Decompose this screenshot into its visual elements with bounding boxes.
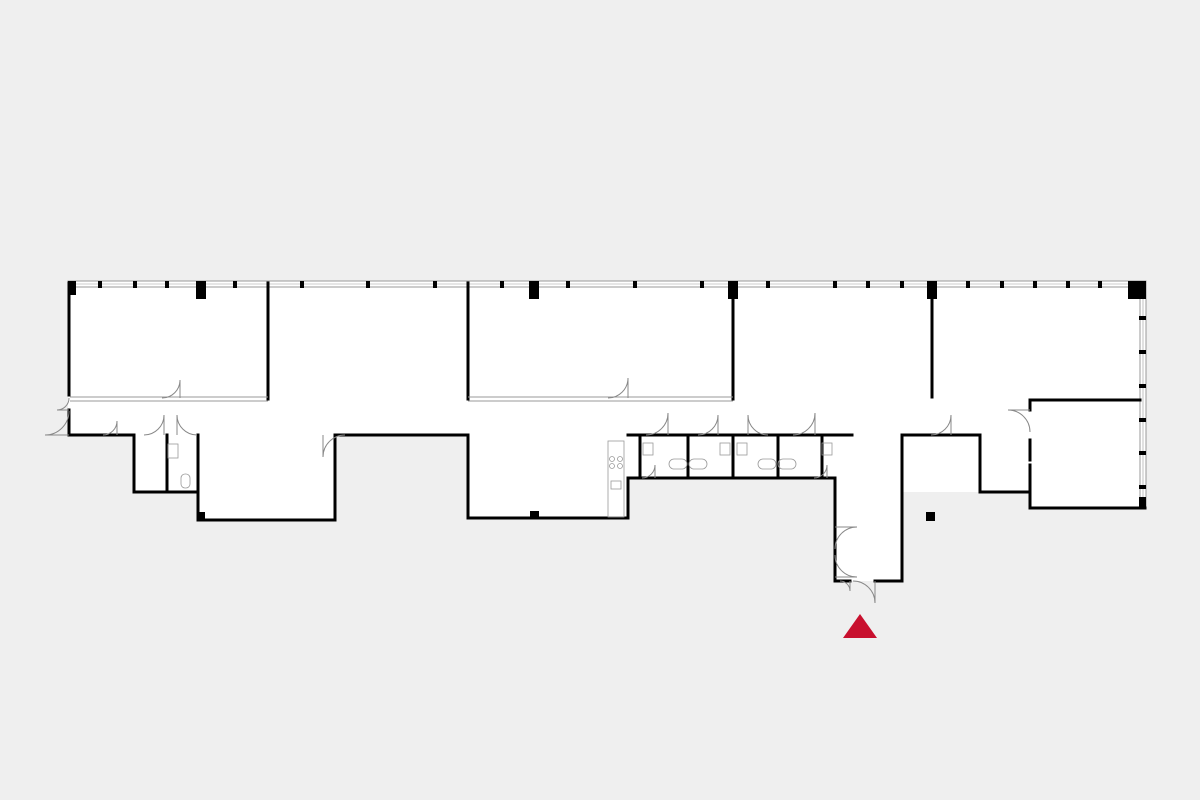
door-swing-icon xyxy=(852,580,876,604)
door-swing-icon xyxy=(322,434,346,458)
building-floor xyxy=(68,283,1145,581)
structural-column xyxy=(728,281,738,299)
door-swing-icon xyxy=(641,464,656,479)
fixtures xyxy=(167,440,833,518)
window-mullion xyxy=(1139,485,1146,489)
structural-column xyxy=(927,281,937,299)
door-swing-icon xyxy=(930,414,952,436)
door-swing-icon xyxy=(102,420,118,436)
structural-column xyxy=(196,281,206,299)
interior-glazing xyxy=(70,396,733,402)
window-mullion xyxy=(833,281,837,288)
floor-area xyxy=(68,283,1145,581)
columns xyxy=(68,281,1146,521)
door-swing-icon xyxy=(697,414,719,436)
window-mullion xyxy=(133,281,137,288)
toilet-fixture-icon xyxy=(668,458,688,470)
door-swing-icon xyxy=(834,526,858,550)
toilet-fixture-icon xyxy=(777,458,797,470)
structural-column xyxy=(1139,497,1146,508)
stove-fixture-icon xyxy=(609,456,615,462)
window-mullion xyxy=(300,281,304,288)
door-swing-icon xyxy=(1007,409,1031,433)
door-swing-icon xyxy=(161,379,181,399)
sink-fixture-icon xyxy=(642,442,654,456)
structural-column xyxy=(926,512,935,521)
door-swing-icon xyxy=(56,397,70,411)
structural-column xyxy=(530,511,539,519)
structural-column xyxy=(529,281,539,299)
window-mullion xyxy=(766,281,770,288)
structural-column xyxy=(198,512,205,520)
window-mullion xyxy=(966,281,970,288)
door-swing-icon xyxy=(176,414,198,436)
door-swing-icon xyxy=(44,410,70,436)
toilet-fixture-icon xyxy=(757,458,777,470)
door-swing-icon xyxy=(792,412,816,436)
stove-fixture-icon xyxy=(617,456,623,462)
door-swing-icon xyxy=(834,554,858,578)
toilet-fixture-icon xyxy=(180,473,191,489)
corner-column xyxy=(1128,281,1146,299)
window-mullion xyxy=(1033,281,1037,288)
sink-fixture-icon xyxy=(610,480,622,490)
door-swing-icon xyxy=(747,414,769,436)
toilet-fixture-icon xyxy=(688,458,708,470)
window-mullion xyxy=(98,281,102,288)
window-mullion xyxy=(700,281,704,288)
window-mullion xyxy=(366,281,370,288)
window-mullion xyxy=(433,281,437,288)
stove-fixture-icon xyxy=(617,463,623,469)
window-mullion xyxy=(1066,281,1070,288)
window-mullion xyxy=(1000,281,1004,288)
window-mullion xyxy=(1139,316,1146,320)
window-mullion xyxy=(500,281,504,288)
sink-fixture-icon xyxy=(821,442,833,456)
window-mullion xyxy=(633,281,637,288)
wall-meeting-room-2 xyxy=(466,281,735,401)
walls xyxy=(67,281,1147,583)
window-mullion xyxy=(1098,281,1102,288)
glazing-room-2 xyxy=(468,396,733,402)
door-swing-icon xyxy=(839,580,851,592)
window-mullion xyxy=(1139,418,1146,422)
door-swing-icon xyxy=(813,464,828,479)
door-swing-icon xyxy=(607,377,629,399)
sink-fixture-icon xyxy=(736,442,748,456)
window-mullion xyxy=(566,281,570,288)
doors xyxy=(44,377,1031,604)
window-mullion xyxy=(1139,451,1146,455)
window-mullion xyxy=(900,281,904,288)
window-mullion xyxy=(1139,384,1146,388)
wall-right-room xyxy=(978,398,1142,510)
entrance-marker-triangle-icon xyxy=(843,614,877,638)
door-swing-icon xyxy=(143,414,165,436)
door-swing-icon xyxy=(645,412,669,436)
sink-fixture-icon xyxy=(719,442,731,456)
stove-fixture-icon xyxy=(609,463,615,469)
window-mullion xyxy=(233,281,237,288)
wall-small-rooms xyxy=(165,433,200,494)
sink-fixture-icon xyxy=(167,443,179,459)
wall-toilets xyxy=(626,433,854,480)
window-mullion xyxy=(866,281,870,288)
corner-column xyxy=(68,281,76,295)
kitchen-counter xyxy=(607,440,625,518)
window-mullion xyxy=(1139,350,1146,354)
window-mullion xyxy=(165,281,169,288)
